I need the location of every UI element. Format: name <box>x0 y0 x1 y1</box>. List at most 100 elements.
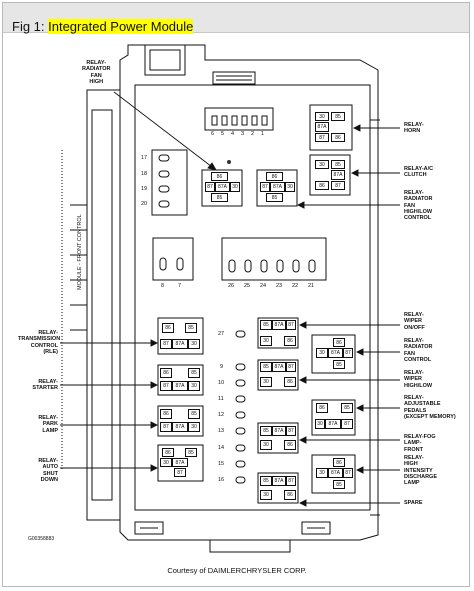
relay-pin: 87 <box>343 348 353 358</box>
relay-pin: 87 <box>160 339 172 349</box>
fuse-number: 27 <box>218 331 225 337</box>
relay-pin: 30 <box>260 440 272 450</box>
relay-pin: 86 <box>284 440 296 450</box>
relay-pin: 86 <box>160 409 172 419</box>
relay-pin: 87A <box>328 348 343 358</box>
figure-title: Fig 1: Integrated Power Module <box>12 19 194 34</box>
label-relay-auto-shut-down: RELAY- AUTO SHUT DOWN <box>38 458 58 483</box>
relay-pin: 86 <box>162 448 174 457</box>
fuse-number: 11 <box>218 396 224 402</box>
relay-pin: 87A <box>172 422 188 432</box>
relay-pin: 87 <box>160 422 172 432</box>
fuse-number: 2 <box>251 131 255 137</box>
relay-pin: 87 <box>260 182 270 192</box>
relay-pin: 30 <box>315 112 329 121</box>
fuse-number: 23 <box>276 283 283 289</box>
relay-pin: 30 <box>315 419 325 429</box>
relay-pin: 85 <box>260 362 272 372</box>
relay-pin: 85 <box>188 409 200 419</box>
fuse-number: 13 <box>218 428 225 434</box>
relay-pin: 85 <box>266 193 283 202</box>
fuse-number: 3 <box>241 131 245 137</box>
label-relay-radiator-fan-high-low-control: RELAY- RADIATOR FAN HIGH/LOW CONTROL <box>404 190 433 222</box>
relay-pin: 87 <box>286 476 296 486</box>
relay-pin: 87 <box>315 133 329 142</box>
label-relay-horn: RELAY- HORN <box>404 122 424 135</box>
label-relay-radiator-fan-control: RELAY- RADIATOR FAN CONTROL <box>404 338 433 363</box>
courtesy-footer: Courtesy of DAIMLERCHRYSLER CORP. <box>167 566 307 575</box>
relay-pin: 85 <box>331 160 345 169</box>
relay-pin: 87 <box>286 426 296 436</box>
relay-pin: 87 <box>331 181 345 190</box>
fuse-number: 4 <box>231 131 235 137</box>
relay-pin: 86 <box>333 338 345 347</box>
relay-pin: 87A <box>172 381 188 391</box>
relay-pin: 87 <box>174 468 186 477</box>
drawing-code: G00358883 <box>28 536 55 542</box>
fuse-number: 1 <box>261 131 265 137</box>
relay-pin: 86 <box>266 172 283 181</box>
relay-pin: 86 <box>162 323 174 333</box>
relay-pin: 87A <box>172 458 188 467</box>
label-relay-adjustable-pedals: RELAY- ADJUSTABLE PEDALS (EXCEPT MEMORY) <box>404 395 456 420</box>
relay-pin: 30 <box>260 336 272 346</box>
label-spare: SPARE <box>404 500 423 506</box>
relay-pin: 87 <box>160 381 172 391</box>
label-relay-hid-lamp: RELAY- HIGH INTENSITY DISCHARGE LAMP <box>404 455 438 487</box>
fuse-number: 18 <box>141 171 148 177</box>
fuse-number: 6 <box>211 131 215 137</box>
fuse-number: 17 <box>141 155 148 161</box>
fuse-number: 10 <box>218 380 225 386</box>
fuse-number: 8 <box>161 283 165 289</box>
relay-pin: 87A <box>215 182 230 192</box>
relay-pin: 86 <box>331 133 345 142</box>
relay-pin: 85 <box>260 426 272 436</box>
relay-pin: 30 <box>285 182 295 192</box>
relay-pin: 86 <box>284 490 296 500</box>
fuse-number: 25 <box>244 283 251 289</box>
relay-pin: 85 <box>185 448 197 457</box>
fuse-number: 19 <box>141 186 148 192</box>
relay-pin: 30 <box>188 381 200 391</box>
fuse-number: 16 <box>218 477 225 483</box>
relay-pin: 87A <box>270 182 285 192</box>
relay-pin: 86 <box>284 377 296 387</box>
fuse-number: 12 <box>218 412 225 418</box>
relay-pin: 86 <box>316 403 328 413</box>
relay-pin: 85 <box>333 480 345 489</box>
fuse-number: 22 <box>292 283 299 289</box>
relay-pin: 30 <box>260 490 272 500</box>
relay-pin: 86 <box>211 172 228 181</box>
relay-pin: 86 <box>284 336 296 346</box>
relay-pin: 87 <box>343 468 353 478</box>
relay-pin: 86 <box>160 368 172 378</box>
relay-pin: 87 <box>286 362 296 372</box>
fuse-number: 21 <box>308 283 315 289</box>
relay-pin: 87A <box>331 170 345 180</box>
label-relay-radiator-fan-high: RELAY- RADIATOR FAN HIGH <box>82 60 111 85</box>
label-relay-wiper-high-low: RELAY- WIPER HIGH/LOW <box>404 370 433 389</box>
fuse-number: 24 <box>260 283 267 289</box>
relay-pin: 87A <box>272 426 286 436</box>
relay-pin: 87A <box>328 468 343 478</box>
fuse-number: 26 <box>228 283 235 289</box>
relay-pin: 85 <box>188 368 200 378</box>
fuse-number: 5 <box>221 131 225 137</box>
relay-pin: 87 <box>286 320 296 330</box>
relay-pin: 30 <box>188 339 200 349</box>
relay-pin: 85 <box>211 193 228 202</box>
fuse-number: 14 <box>218 445 225 451</box>
relay-pin: 85 <box>333 360 345 369</box>
relay-pin: 87A <box>325 419 341 429</box>
relay-pin: 85 <box>260 476 272 486</box>
fuse-number: 9 <box>220 364 224 370</box>
relay-pin: 87A <box>272 320 286 330</box>
figure-frame <box>2 2 470 587</box>
label-relay-ac-clutch: RELAY-A/C CLUTCH <box>404 166 434 179</box>
label-relay-park-lamp: RELAY- PARK LAMP <box>38 415 58 434</box>
relay-pin: 87A <box>315 122 329 132</box>
relay-pin: 86 <box>333 458 345 467</box>
fuse-number: 15 <box>218 461 225 467</box>
label-relay-wiper-on-off: RELAY- WIPER ON/OFF <box>404 312 425 331</box>
